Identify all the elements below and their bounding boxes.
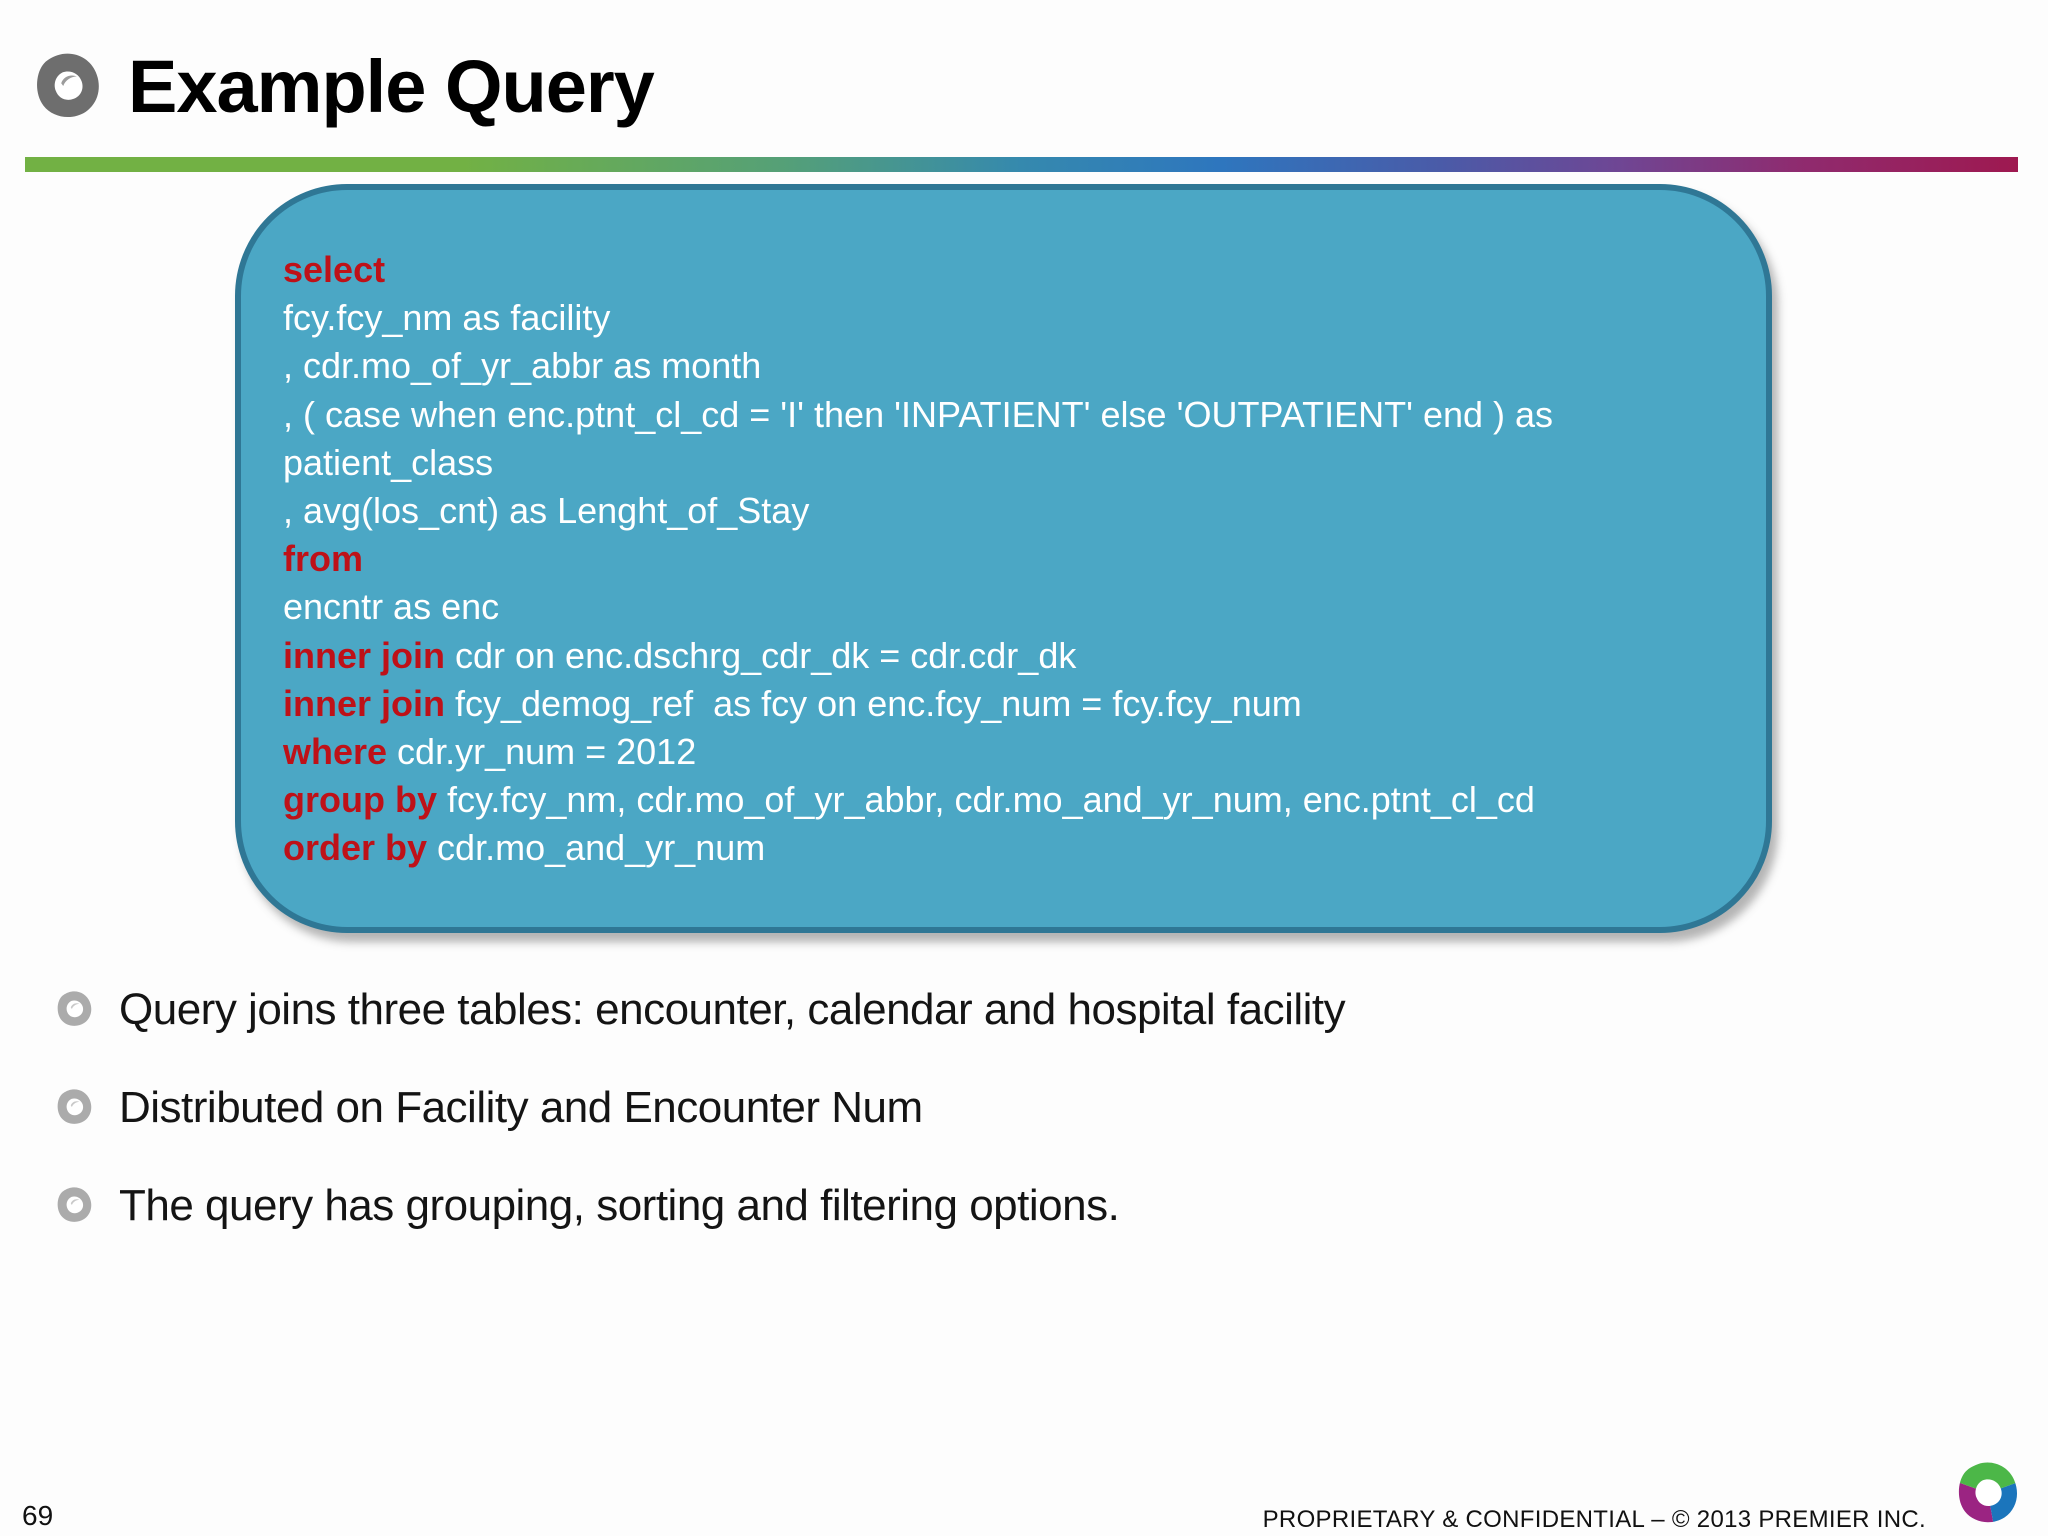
sql-code-line: inner join fcy_demog_ref as fcy on enc.f… [283, 680, 1733, 728]
bullet-logo-icon [57, 1187, 92, 1222]
sql-text: cdr.mo_and_yr_num [427, 827, 766, 869]
footer-confidential-text: PROPRIETARY & CONFIDENTIAL – © 2013 PREM… [1262, 1506, 1926, 1533]
title-divider-bar [25, 157, 2018, 172]
premier-logo-icon [37, 53, 99, 118]
sql-text: encntr as enc [283, 586, 500, 628]
sql-code-line: , cdr.mo_of_yr_abbr as month [283, 342, 1733, 390]
sql-keyword: order by [283, 827, 428, 869]
sql-code-line: , avg(los_cnt) as Lenght_of_Stay [283, 487, 1733, 535]
sql-code-line: inner join cdr on enc.dschrg_cdr_dk = cd… [283, 632, 1733, 680]
sql-keyword: inner join [283, 634, 445, 676]
sql-code: select fcy.fcy_nm as facility , cdr.mo_of_… [283, 246, 1733, 873]
sql-keyword: select [283, 249, 386, 290]
bullet-item: The query has grouping, sorting and filt… [56, 1178, 1345, 1234]
sql-text: cdr on enc.dschrg_cdr_dk = cdr.cdr_dk [445, 634, 1077, 676]
premier-logo-color-icon [1958, 1462, 2018, 1523]
sql-text: , cdr.mo_of_yr_abbr as month [283, 345, 762, 387]
sql-text: fcy.fcy_nm as facility [283, 297, 611, 339]
sql-text: , avg(los_cnt) as Lenght_of_Stay [283, 490, 810, 532]
sql-code-line: , ( case when enc.ptnt_cl_cd = 'I' then … [283, 391, 1733, 439]
sql-text: cdr.yr_num = 2012 [387, 731, 697, 773]
page-number: 69 [22, 1500, 54, 1531]
sql-code-line: order by cdr.mo_and_yr_num [283, 824, 1733, 872]
sql-code-line: patient_class [283, 439, 1733, 487]
sql-keyword: from [283, 538, 363, 580]
bullet-text: The query has grouping, sorting and filt… [119, 1181, 1120, 1230]
sql-query-box: select fcy.fcy_nm as facility , cdr.mo_of_… [235, 184, 1772, 933]
sql-code-line: encntr as enc [283, 583, 1733, 631]
sql-keyword: where [283, 731, 388, 773]
bullet-list: Query joins three tables: encounter, cal… [56, 982, 1346, 1276]
sql-keyword: inner join [283, 682, 445, 724]
bullet-logo-icon [57, 1089, 92, 1124]
bullet-logo-icon [57, 991, 92, 1026]
sql-text: fcy_demog_ref as fcy on enc.fcy_num = fc… [445, 682, 1302, 724]
bullet-item: Distributed on Facility and Encounter Nu… [56, 1080, 1345, 1136]
sql-keyword: group by [283, 779, 437, 821]
sql-text: , ( case when enc.ptnt_cl_cd = 'I' then … [283, 393, 1554, 435]
sql-code-line: where cdr.yr_num = 2012 [283, 728, 1733, 776]
sql-code-line: from [283, 535, 1733, 583]
sql-text: fcy.fcy_nm, cdr.mo_of_yr_abbr, cdr.mo_an… [436, 779, 1535, 821]
sql-text: patient_class [283, 441, 494, 483]
bullet-item: Query joins three tables: encounter, cal… [56, 982, 1346, 1038]
page-title: Example Query [128, 45, 655, 128]
sql-code-line: fcy.fcy_nm as facility [283, 294, 1733, 342]
bullet-text: Distributed on Facility and Encounter Nu… [119, 1083, 923, 1132]
bullet-text: Query joins three tables: encounter, cal… [119, 985, 1346, 1034]
sql-code-line: select [283, 246, 1733, 294]
sql-code-line: group by fcy.fcy_nm, cdr.mo_of_yr_abbr, … [283, 776, 1733, 824]
